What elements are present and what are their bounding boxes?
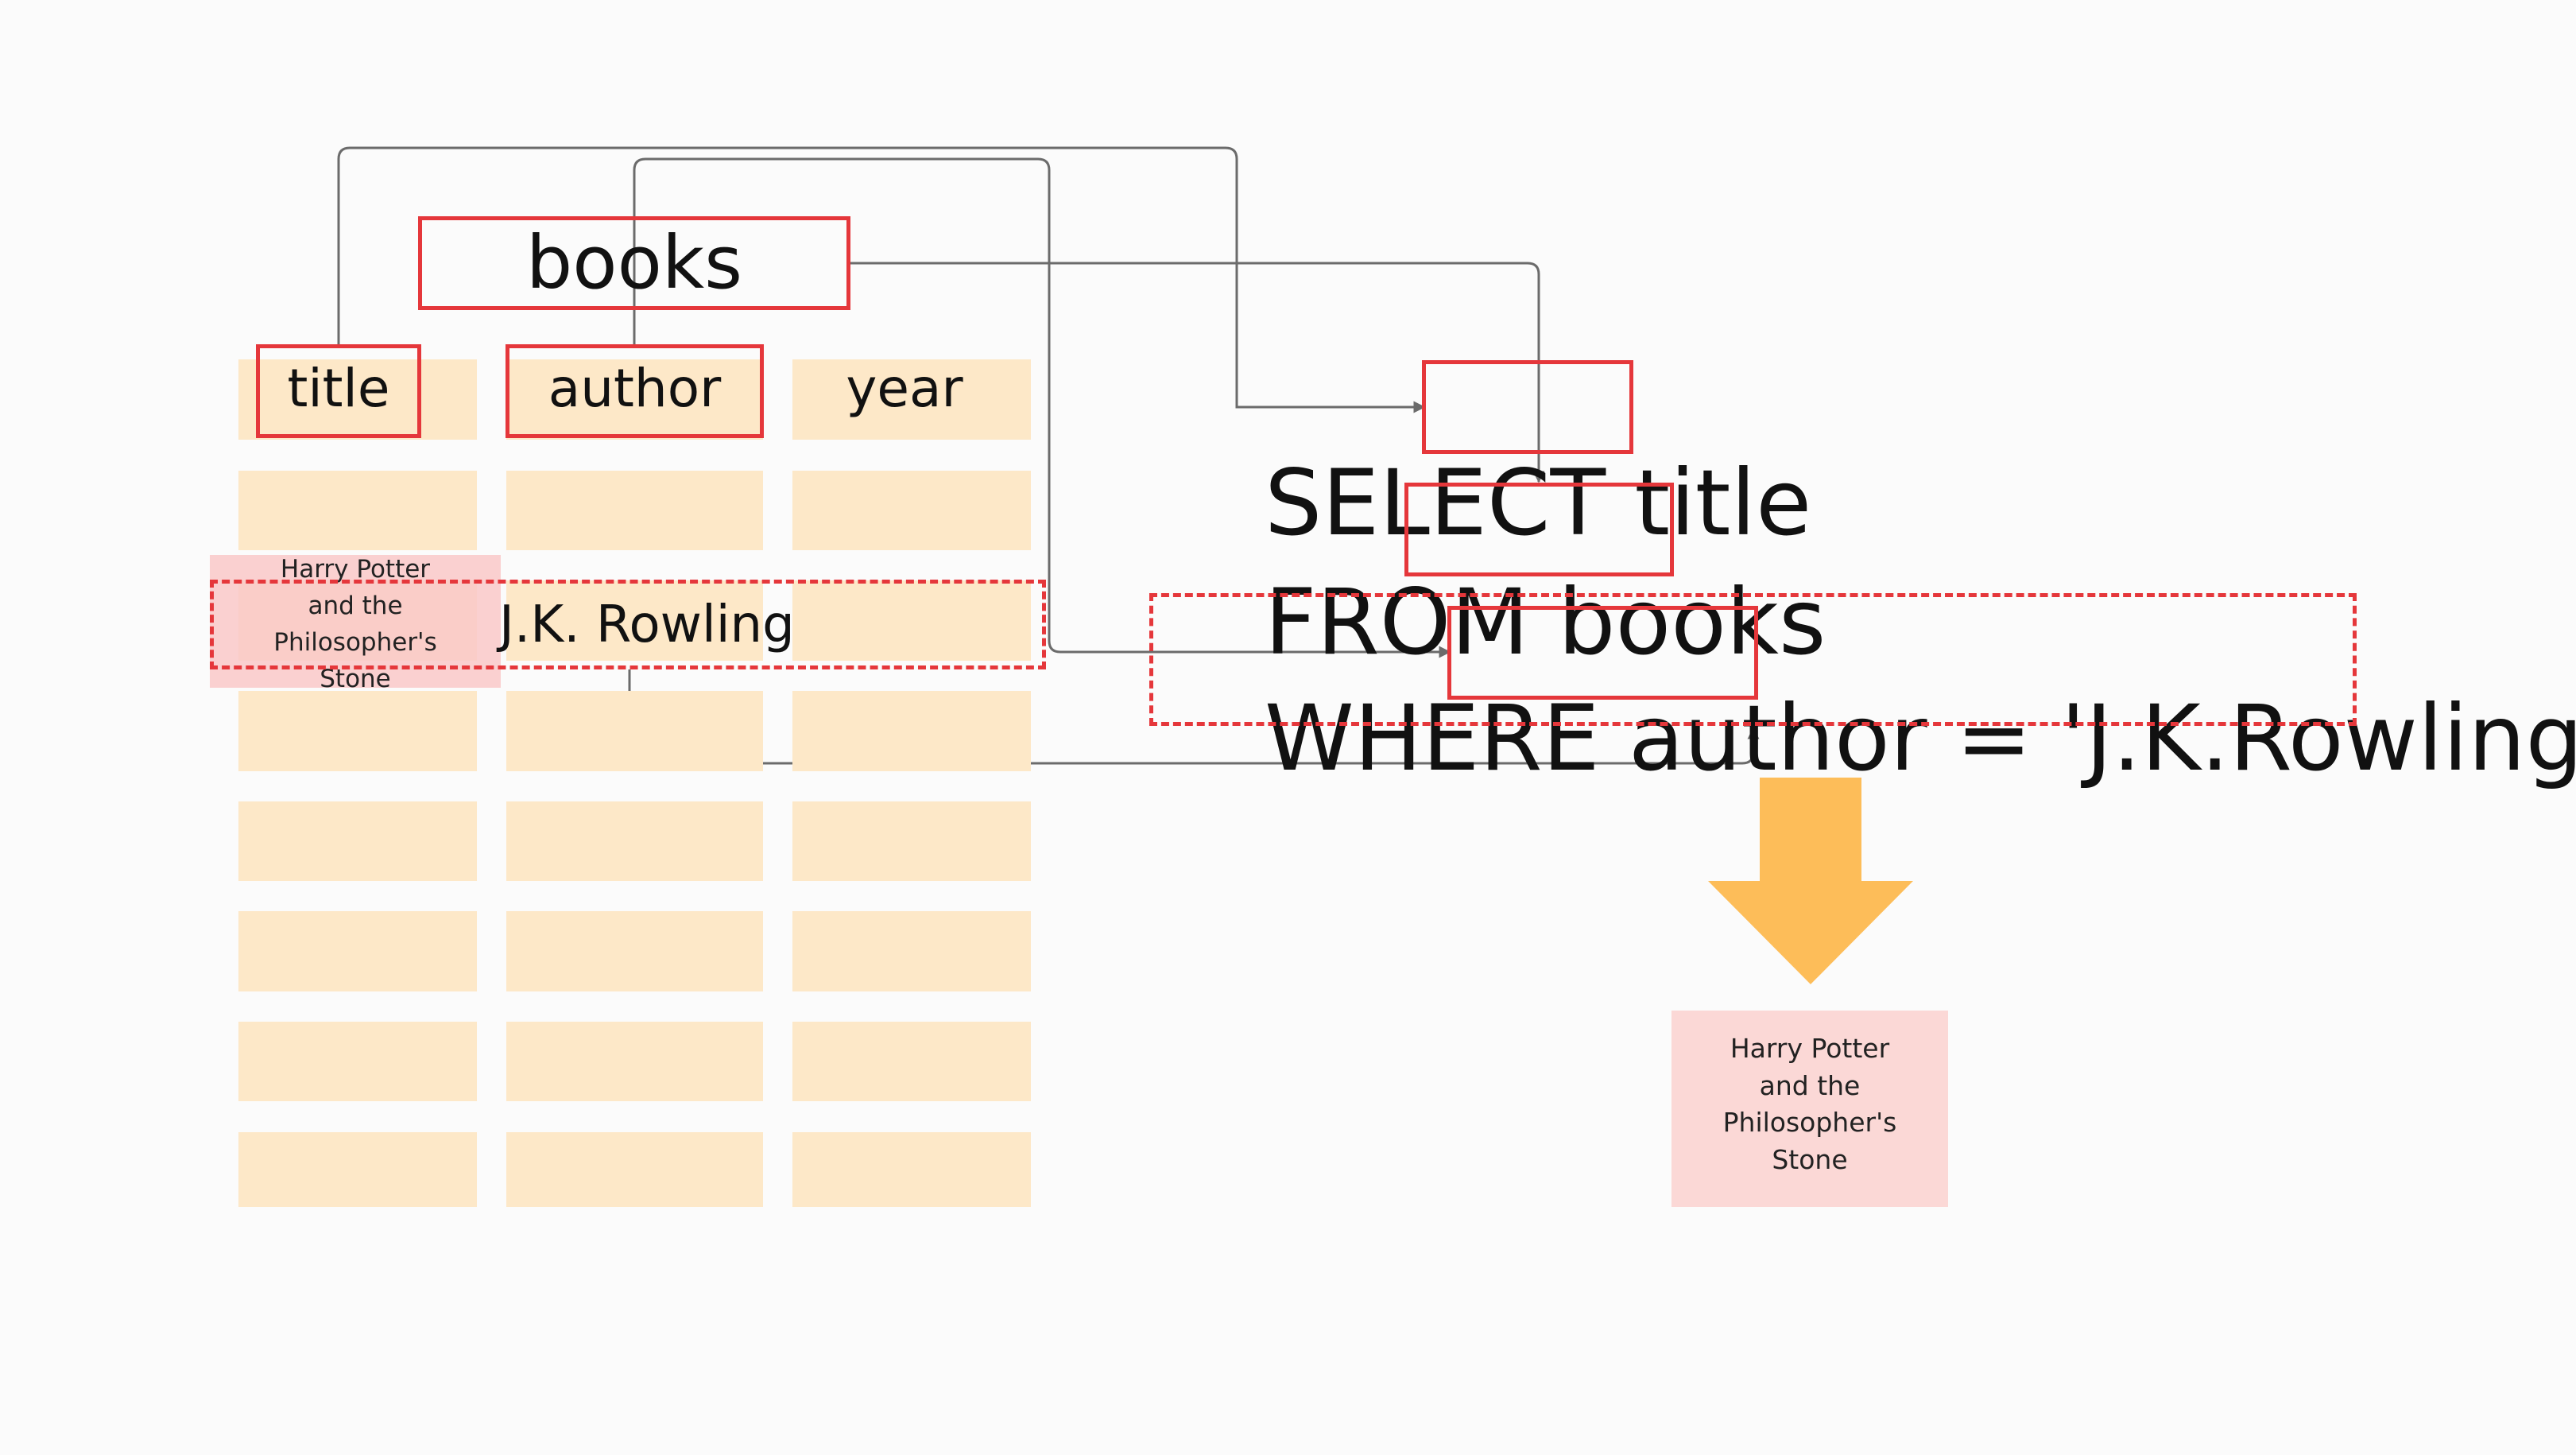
table-cell [506, 471, 763, 550]
matched-author-value: J.K. Rowling [499, 596, 795, 654]
sql-where-clause-highlight [1149, 593, 2357, 726]
table-cell [238, 691, 477, 771]
matched-title-line: Philosopher's [273, 628, 437, 657]
sql-select-line: SELECT title [1149, 367, 1811, 639]
header-cell-title [238, 359, 477, 440]
sql-where-column: author [1628, 685, 1927, 791]
table-cell [792, 911, 1031, 991]
sql-where-keyword: WHERE [1264, 685, 1600, 791]
column-title-highlight [256, 344, 421, 438]
table-cell [792, 691, 1031, 771]
table-name-highlight [418, 216, 850, 310]
table-cell [238, 801, 477, 881]
table-cell [792, 471, 1031, 550]
table-cell [238, 1132, 477, 1207]
sql-where-line: WHERE author = 'J.K.Rowling'; [1149, 603, 2576, 875]
sql-from-line: FROM books [1149, 487, 1826, 759]
matched-row-highlight [210, 580, 1046, 669]
query-result-line: and the [1759, 1069, 1861, 1101]
table-name: books [525, 220, 743, 305]
column-header-year: year [846, 358, 963, 419]
column-author-highlight [506, 344, 764, 438]
sql-select-column: title [1634, 450, 1812, 556]
table-cell [238, 1022, 477, 1101]
query-result-line: Philosopher's [1722, 1107, 1897, 1138]
query-result-line: Harry Potter [1730, 1033, 1890, 1064]
table-cell [792, 1022, 1031, 1101]
table-cell [792, 1132, 1031, 1207]
matched-title-line: and the [308, 592, 403, 620]
table-cell [792, 801, 1031, 881]
query-result-line: Stone [1772, 1143, 1848, 1175]
table-cell [506, 1022, 763, 1101]
table-cell [506, 691, 763, 771]
sql-from-keyword: FROM [1264, 569, 1529, 675]
table-cell [506, 911, 763, 991]
table-cell [792, 580, 1031, 661]
sql-from-table-highlight [1404, 483, 1674, 576]
column-header-title: title [287, 358, 390, 419]
sql-from-table: books [1558, 569, 1826, 675]
sql-select-keyword: SELECT [1264, 450, 1606, 556]
table-cell [238, 911, 477, 991]
sql-where-condition: = 'J.K.Rowling'; [1955, 685, 2576, 791]
column-header-author: author [548, 358, 722, 419]
table-cell [506, 580, 763, 661]
table-cell [238, 471, 477, 550]
matched-title-line: Harry Potter [280, 555, 431, 584]
header-cell-year [792, 359, 1031, 440]
sql-select-column-highlight [1422, 360, 1633, 454]
table-cell [506, 1132, 763, 1207]
sql-where-column-highlight [1447, 606, 1758, 700]
matched-title-text: Harry Potter and the Philosopher's Stone [210, 551, 501, 697]
table-cell [506, 801, 763, 881]
query-result-text: Harry Potter and the Philosopher's Stone [1671, 1030, 1948, 1178]
matched-title-line: Stone [320, 665, 391, 693]
header-cell-author [506, 359, 763, 440]
query-result-box [1671, 1011, 1948, 1207]
